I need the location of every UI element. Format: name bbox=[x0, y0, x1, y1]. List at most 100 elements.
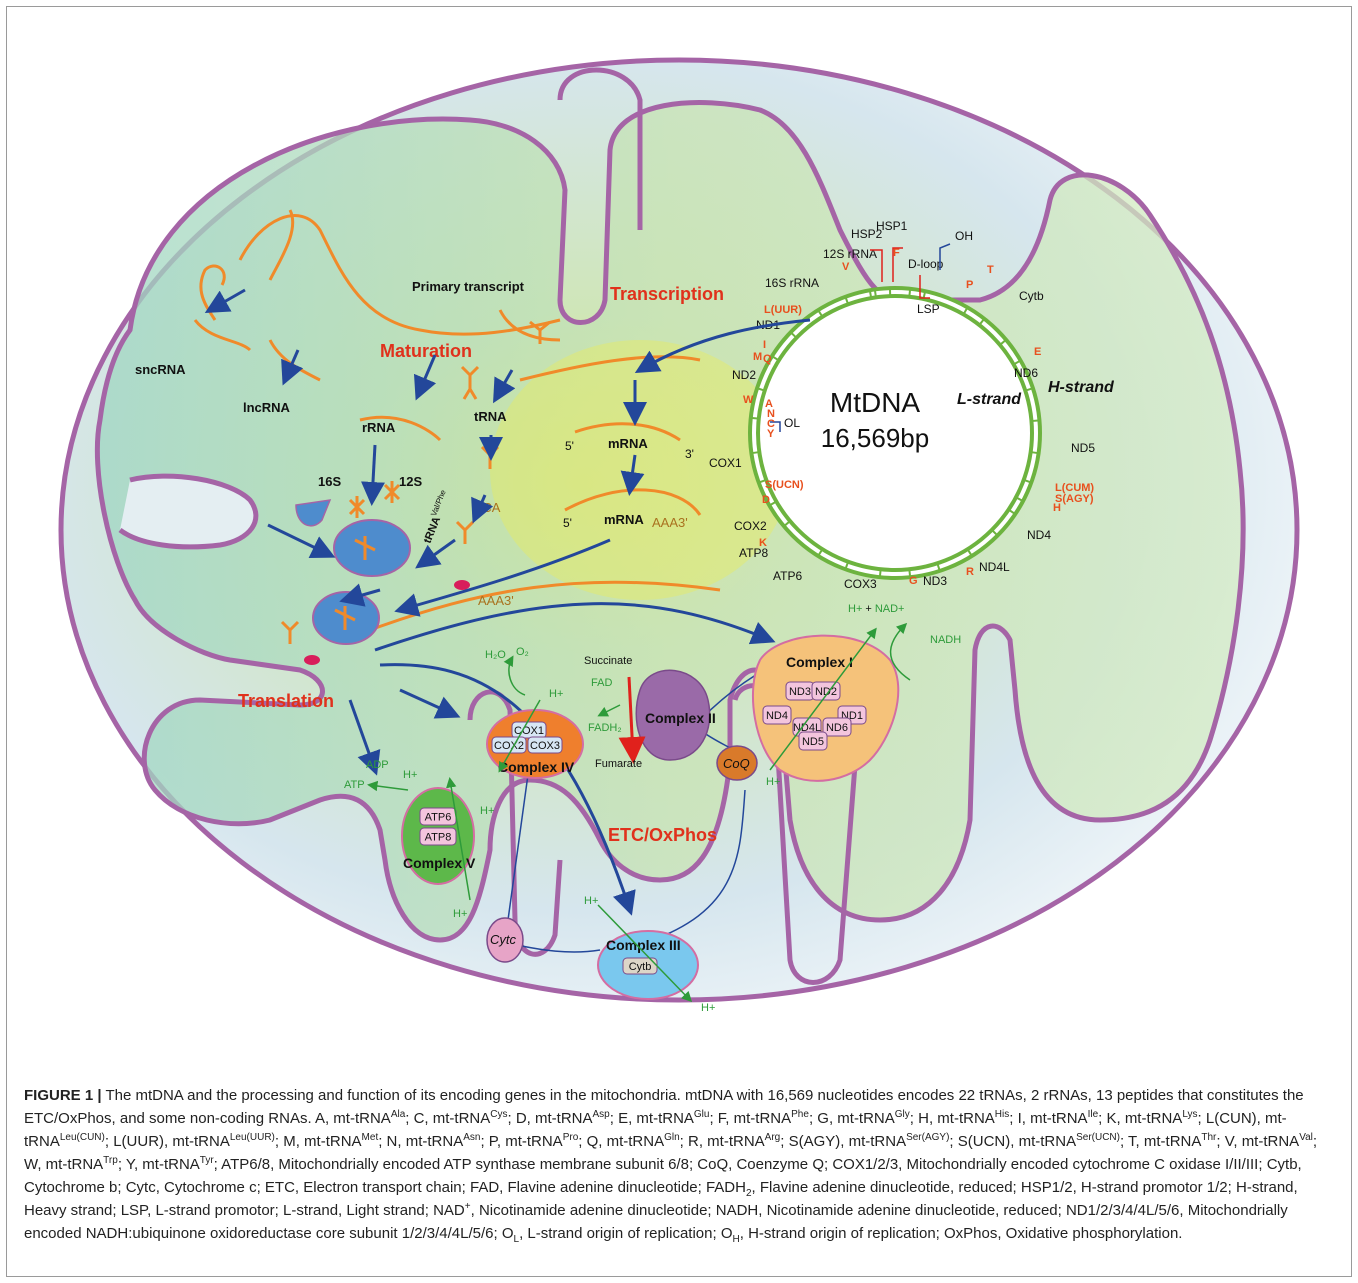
mtdna-gene-tick bbox=[873, 289, 877, 298]
crista-etc-2 bbox=[732, 683, 863, 985]
complex-iv-label: Complex IV bbox=[498, 759, 575, 775]
gene-hsp2: HSP2 bbox=[851, 227, 883, 241]
chem-adp: ADP bbox=[366, 759, 389, 771]
coq bbox=[716, 745, 758, 781]
gene-12s-rrna: 12S rRNA bbox=[823, 247, 877, 261]
gene-16s-rrna: 16S rRNA bbox=[765, 276, 819, 290]
trna-v: V bbox=[842, 261, 850, 273]
chem-hplus-nad: H++NAD+ bbox=[848, 603, 904, 615]
chem-fad: FAD bbox=[591, 677, 612, 689]
gene-atp6: ATP6 bbox=[773, 569, 802, 583]
label-5prime-top: 5' bbox=[565, 439, 574, 453]
hsp2-promoter-arrow bbox=[870, 249, 883, 282]
label-16s: 16S bbox=[318, 474, 341, 489]
chem-atp: ATP bbox=[344, 779, 365, 791]
trna-w: W bbox=[743, 394, 754, 406]
mtdna-gene-tick bbox=[751, 451, 760, 455]
chem-h-c3-bot: H+ bbox=[701, 1002, 715, 1014]
trna-y: Y bbox=[767, 428, 775, 440]
complex-iii-label: Complex III bbox=[606, 937, 681, 953]
subunit-box bbox=[527, 736, 563, 754]
chem-h-c5-bot: H+ bbox=[453, 908, 467, 920]
mtdna-gene-tick bbox=[844, 561, 850, 570]
chem-h-c4-top: H+ bbox=[549, 688, 563, 700]
subunit-box bbox=[762, 705, 792, 725]
subunit-box bbox=[798, 731, 828, 751]
subunit-label: COX3 bbox=[530, 740, 560, 752]
trna-i: I bbox=[763, 339, 766, 351]
label-mrna-top: mRNA bbox=[608, 436, 648, 451]
gene-nd4l: ND4L bbox=[979, 560, 1010, 574]
gene-nd4: ND4 bbox=[1027, 528, 1051, 542]
trna-n: N bbox=[767, 408, 775, 420]
mtdna-gene-tick bbox=[1030, 451, 1039, 455]
subunit-label: Cytb bbox=[629, 961, 652, 973]
oh-origin-arrow bbox=[939, 243, 951, 270]
mtdna-gene-tick bbox=[966, 548, 973, 557]
rrna-16s-12s bbox=[348, 481, 401, 518]
mtdna-size: 16,569bp bbox=[821, 423, 929, 453]
mtdna-gene-tick bbox=[908, 288, 912, 297]
trna-d: D bbox=[762, 494, 770, 506]
gene-cox1: COX1 bbox=[709, 456, 742, 470]
proton-arrows bbox=[367, 622, 911, 1003]
mtdna-gene-tick bbox=[1031, 419, 1040, 423]
label-sncrna: sncRNA bbox=[135, 362, 186, 377]
trna-luur: L(UUR) bbox=[764, 304, 802, 316]
title-maturation: Maturation bbox=[380, 341, 472, 361]
label-5prime-bottom: 5' bbox=[563, 516, 572, 530]
succinate-arrow bbox=[618, 676, 646, 764]
trna-sucn: S(UCN) bbox=[765, 479, 804, 491]
chem-h-c3-top: H+ bbox=[584, 895, 598, 907]
gene-ol: OL bbox=[784, 416, 800, 430]
crista-top bbox=[557, 67, 643, 230]
figure-caption: FIGURE 1 | The mtDNA and the processing … bbox=[24, 1087, 1318, 1245]
trna-c: C bbox=[767, 418, 775, 430]
trna-t: T bbox=[987, 264, 994, 276]
mtdna-gene-tick bbox=[878, 569, 882, 578]
trna-h: H bbox=[1053, 502, 1061, 514]
crista-left bbox=[118, 473, 259, 550]
trna-cloverleafs bbox=[280, 320, 551, 644]
trna-a: A bbox=[765, 398, 773, 410]
gene-hsp1: HSP1 bbox=[876, 219, 908, 233]
complex-i-label: Complex I bbox=[786, 654, 853, 670]
mtdna-gene-tick bbox=[999, 339, 1007, 346]
trna-r: R bbox=[966, 566, 974, 578]
title-etc-oxphos: ETC/OxPhos bbox=[608, 825, 717, 845]
cytc bbox=[486, 917, 524, 963]
mtdna-gene-tick bbox=[750, 416, 759, 420]
caption-label: FIGURE 1 | bbox=[24, 1087, 102, 1104]
mtdna-gene-tick bbox=[1015, 496, 1024, 502]
label-12s: 12S bbox=[399, 474, 422, 489]
subunit-label: ND4 bbox=[766, 710, 788, 722]
subunit-box bbox=[822, 717, 852, 737]
label-polya-ribosome: AAA3' bbox=[478, 593, 514, 608]
subunit-label: ND5 bbox=[802, 736, 824, 748]
mitochondria-diagram: MtDNA 16,569bp L-strand H-strand HSP2 HS… bbox=[58, 57, 1300, 1014]
mtdna-gene-tick bbox=[844, 296, 850, 305]
chem-h-c1-bot: H+ bbox=[766, 776, 780, 788]
gene-cox2: COX2 bbox=[734, 519, 767, 533]
label-mrna-bottom: mRNA bbox=[604, 512, 644, 527]
gene-oh: OH bbox=[955, 229, 973, 243]
chem-h-c5-top: H+ bbox=[403, 769, 417, 781]
coq-label: CoQ bbox=[723, 756, 750, 771]
mtdna-gene-tick bbox=[756, 387, 766, 392]
mtdna-gene-tick bbox=[936, 562, 941, 572]
ribosome-subunits bbox=[295, 499, 470, 665]
label-primary-transcript: Primary transcript bbox=[412, 279, 525, 294]
trna-e: E bbox=[1034, 346, 1041, 358]
gene-nd2: ND2 bbox=[732, 368, 756, 382]
gene-cox3: COX3 bbox=[844, 577, 877, 591]
label-trna: tRNA bbox=[474, 409, 507, 424]
mtdna-gene-tick bbox=[1008, 508, 1016, 515]
flow-arrows bbox=[204, 288, 811, 916]
label-3prime-top: 3' bbox=[685, 447, 694, 461]
mtdna-gene-tick bbox=[783, 520, 791, 527]
chem-o2: O₂ bbox=[516, 646, 529, 658]
title-translation: Translation bbox=[238, 691, 334, 711]
trna-q: Q bbox=[763, 353, 772, 365]
